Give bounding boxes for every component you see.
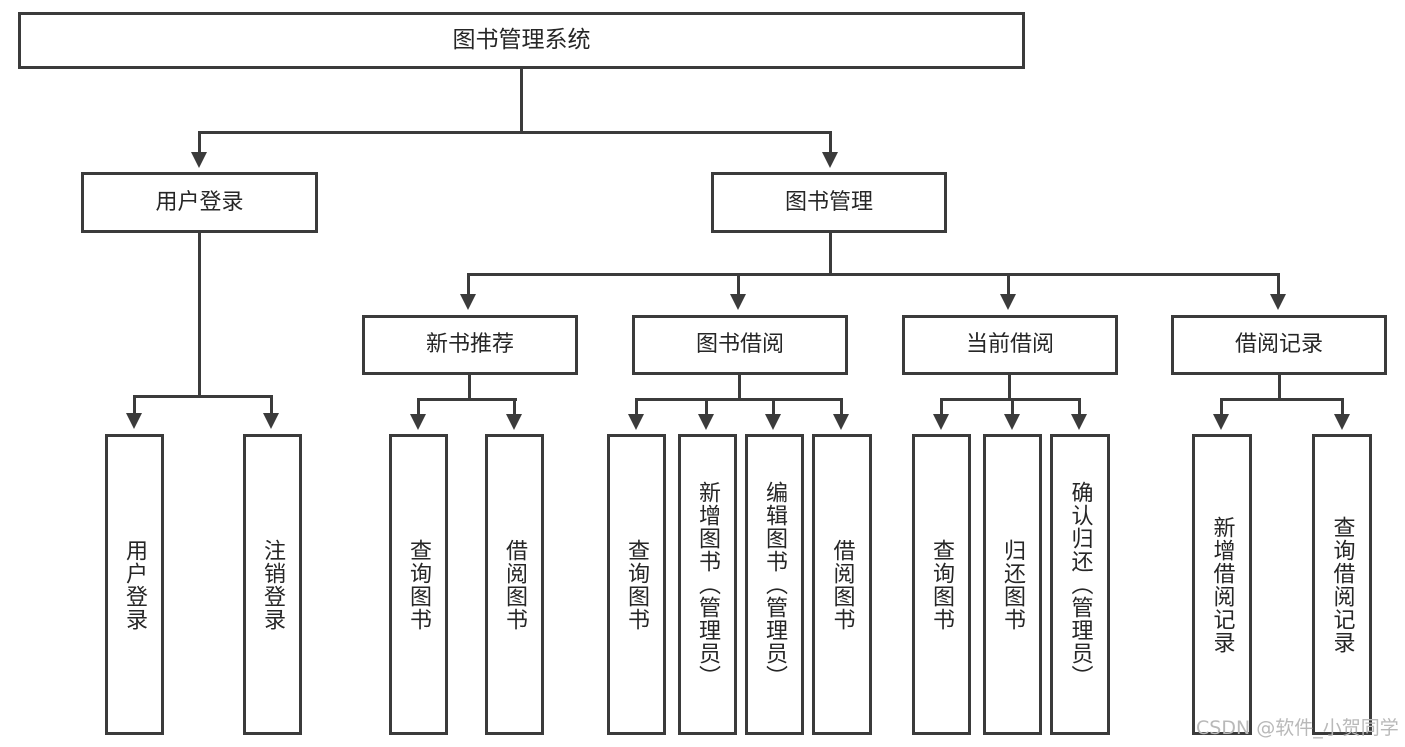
arrowhead-user-login xyxy=(191,152,207,168)
connector-current-borrow-bus xyxy=(940,398,1081,401)
connector-to-leaf-logout xyxy=(270,395,273,415)
node-label: 查询图书 xyxy=(624,538,650,631)
arrowhead-br-leaf1 xyxy=(1213,414,1229,430)
node-label: 确认归还（管理员） xyxy=(1067,481,1093,688)
connector-br-leaf1 xyxy=(1220,398,1223,416)
connector-root-stem xyxy=(520,69,523,131)
arrowhead-book-borrow xyxy=(730,294,746,310)
connector-cb-leaf3 xyxy=(1078,398,1081,416)
connector-to-borrow-record xyxy=(1277,273,1280,297)
csdn-watermark: CSDN @软件_小贺同学 xyxy=(1196,717,1399,739)
node-label: 借阅记录 xyxy=(1234,332,1323,358)
arrowhead-cb-leaf3 xyxy=(1071,414,1087,430)
connector-nbr-leaf2 xyxy=(513,398,516,416)
connector-current-borrow-stem xyxy=(1008,375,1011,400)
arrowhead-book-mgmt xyxy=(822,152,838,168)
connector-bb-leaf4 xyxy=(840,398,843,416)
arrowhead-bb-leaf2 xyxy=(698,414,714,430)
arrowhead-cb-leaf2 xyxy=(1004,414,1020,430)
arrowhead-nbr-leaf2 xyxy=(506,414,522,430)
connector-nbr-leaf1 xyxy=(417,398,420,416)
connector-new-book-rec-stem xyxy=(468,375,471,400)
node-user-login[interactable]: 用户登录 xyxy=(81,172,318,233)
node-label: 编辑图书（管理员） xyxy=(762,481,788,688)
node-label: 图书管理系统 xyxy=(452,26,591,53)
arrowhead-bb-leaf3 xyxy=(765,414,781,430)
connector-bb-leaf3 xyxy=(772,398,775,416)
connector-to-book-borrow xyxy=(737,273,740,297)
node-label: 注销登录 xyxy=(260,538,286,631)
node-book-borrow[interactable]: 图书借阅 xyxy=(632,315,848,375)
node-borrow-record[interactable]: 借阅记录 xyxy=(1171,315,1387,375)
node-label: 归还图书 xyxy=(1000,538,1026,631)
connector-br-leaf2 xyxy=(1341,398,1344,416)
leaf-query-books-current[interactable]: 查询图书 xyxy=(912,434,971,735)
node-label: 借阅图书 xyxy=(829,538,855,631)
node-label: 图书管理 xyxy=(784,189,873,215)
leaf-borrow-books-rec[interactable]: 借阅图书 xyxy=(485,434,544,735)
node-label: 用户登录 xyxy=(155,189,244,215)
connector-bb-leaf2 xyxy=(705,398,708,416)
node-current-borrow[interactable]: 当前借阅 xyxy=(902,315,1118,375)
node-label: 图书借阅 xyxy=(695,332,784,358)
node-book-management[interactable]: 图书管理 xyxy=(711,172,947,233)
connector-borrow-record-stem xyxy=(1278,375,1281,400)
connector-to-current-borrow xyxy=(1007,273,1010,297)
connector-to-book-mgmt xyxy=(829,131,832,155)
arrowhead-br-leaf2 xyxy=(1334,414,1350,430)
node-new-book-recommend[interactable]: 新书推荐 xyxy=(362,315,578,375)
leaf-return-book[interactable]: 归还图书 xyxy=(983,434,1042,735)
connector-cb-leaf2 xyxy=(1011,398,1014,416)
leaf-user-login[interactable]: 用户登录 xyxy=(105,434,164,735)
node-label: 查询图书 xyxy=(929,538,955,631)
leaf-query-books-borrow[interactable]: 查询图书 xyxy=(607,434,666,735)
connector-to-leaf-user-login xyxy=(133,395,136,415)
leaf-borrow-book[interactable]: 借阅图书 xyxy=(812,434,872,735)
leaf-logout[interactable]: 注销登录 xyxy=(243,434,302,735)
connector-book-borrow-stem xyxy=(738,375,741,400)
connector-to-user-login xyxy=(198,131,201,155)
node-label: 新增图书（管理员） xyxy=(695,481,721,688)
arrowhead-leaf-logout xyxy=(263,413,279,429)
node-label: 新增借阅记录 xyxy=(1209,515,1235,654)
arrowhead-leaf-user-login xyxy=(126,413,142,429)
arrowhead-bb-leaf1 xyxy=(628,414,644,430)
node-label: 查询图书 xyxy=(406,538,432,631)
connector-book-borrow-bus xyxy=(635,398,842,401)
connector-bb-leaf1 xyxy=(635,398,638,416)
connector-borrow-record-bus xyxy=(1220,398,1344,401)
leaf-query-borrow-record[interactable]: 查询借阅记录 xyxy=(1312,434,1372,735)
connector-level2-bus xyxy=(198,131,832,134)
node-root-system[interactable]: 图书管理系统 xyxy=(18,12,1025,69)
arrowhead-current-borrow xyxy=(1000,294,1016,310)
leaf-add-borrow-record[interactable]: 新增借阅记录 xyxy=(1192,434,1252,735)
node-label: 新书推荐 xyxy=(425,332,514,358)
node-label: 查询借阅记录 xyxy=(1329,515,1355,654)
connector-cb-leaf1 xyxy=(940,398,943,416)
arrowhead-new-book-rec xyxy=(460,294,476,310)
leaf-confirm-return-admin[interactable]: 确认归还（管理员） xyxy=(1050,434,1110,735)
node-label: 用户登录 xyxy=(122,538,148,631)
connector-to-new-book-rec xyxy=(467,273,470,297)
connector-user-login-stem xyxy=(198,233,201,398)
connector-user-login-bus xyxy=(133,395,273,398)
node-label: 当前借阅 xyxy=(965,332,1054,358)
connector-book-mgmt-stem xyxy=(829,233,832,275)
arrowhead-nbr-leaf1 xyxy=(410,414,426,430)
connector-new-book-rec-bus xyxy=(417,398,517,401)
node-label: 借阅图书 xyxy=(502,538,528,631)
leaf-edit-book-admin[interactable]: 编辑图书（管理员） xyxy=(745,434,804,735)
connector-level3-bus xyxy=(467,273,1280,276)
leaf-add-book-admin[interactable]: 新增图书（管理员） xyxy=(678,434,737,735)
leaf-query-books-rec[interactable]: 查询图书 xyxy=(389,434,448,735)
arrowhead-cb-leaf1 xyxy=(933,414,949,430)
arrowhead-borrow-record xyxy=(1270,294,1286,310)
arrowhead-bb-leaf4 xyxy=(833,414,849,430)
